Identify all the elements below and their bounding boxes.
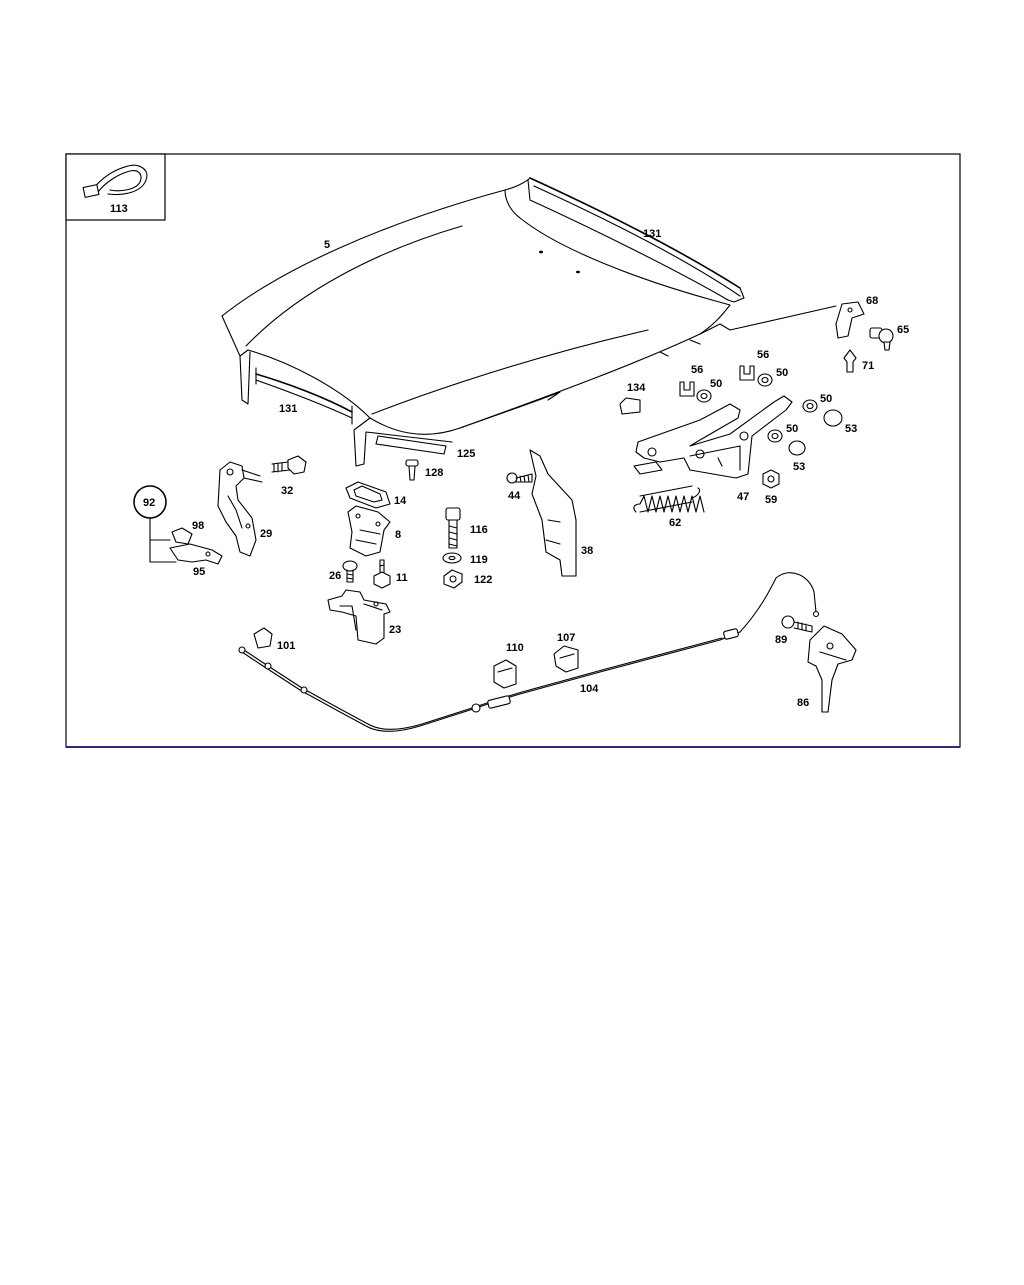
cap-53-lower xyxy=(788,440,806,456)
callout-107: 107 xyxy=(557,632,575,644)
clip-107 xyxy=(553,645,579,673)
fastener-65 xyxy=(869,327,894,351)
callout-104: 104 xyxy=(580,683,599,695)
callout-56-left: 56 xyxy=(691,364,703,376)
callout-50-a: 50 xyxy=(710,378,722,390)
group-92-marker xyxy=(133,485,177,563)
callout-65: 65 xyxy=(897,324,909,336)
callout-47: 47 xyxy=(737,491,749,503)
callout-110: 110 xyxy=(506,642,524,654)
clip-101 xyxy=(253,627,273,649)
callout-116: 116 xyxy=(470,524,488,536)
hinge-47 xyxy=(633,395,793,479)
callout-59: 59 xyxy=(765,494,777,506)
screw-89 xyxy=(781,615,813,633)
callout-38: 38 xyxy=(581,545,593,557)
callout-86: 86 xyxy=(797,697,809,709)
callout-128: 128 xyxy=(425,467,443,479)
lock-8 xyxy=(347,505,391,557)
callout-53-lower: 53 xyxy=(793,461,805,473)
cap-53-upper xyxy=(823,409,843,427)
callout-5: 5 xyxy=(324,239,330,251)
bushing-50-b xyxy=(757,373,773,387)
washer-119 xyxy=(442,552,462,564)
bushing-50-a xyxy=(696,389,712,403)
callout-68: 68 xyxy=(866,295,878,307)
hood-panel xyxy=(221,177,837,467)
callout-113: 113 xyxy=(110,203,128,215)
nut-59 xyxy=(762,469,780,489)
callout-131-rear: 131 xyxy=(643,228,661,240)
clip-71 xyxy=(843,349,857,373)
strip-125 xyxy=(375,435,447,455)
screw-26 xyxy=(342,560,358,583)
callout-62: 62 xyxy=(669,517,681,529)
clip-134 xyxy=(619,397,641,415)
release-lever-29 xyxy=(217,461,263,557)
bolt-32 xyxy=(271,455,307,475)
clip-110 xyxy=(493,659,517,689)
callout-92: 92 xyxy=(143,497,155,509)
callout-101: 101 xyxy=(277,640,295,652)
cable-tie-part xyxy=(82,164,148,198)
bracket-68 xyxy=(835,301,865,339)
gasket-14 xyxy=(345,481,391,509)
callout-125: 125 xyxy=(457,448,475,460)
callout-26: 26 xyxy=(329,570,341,582)
clip-98 xyxy=(171,527,193,545)
latch-23 xyxy=(327,589,391,645)
callout-44: 44 xyxy=(508,490,521,502)
seal-strip-rear xyxy=(527,177,745,303)
spring-62 xyxy=(633,485,705,513)
nut-122 xyxy=(443,569,463,589)
callout-50-d: 50 xyxy=(786,423,798,435)
callout-71: 71 xyxy=(862,360,874,372)
seal-strip-front xyxy=(255,367,353,425)
screw-44 xyxy=(506,472,533,484)
callout-50-c: 50 xyxy=(820,393,832,405)
callout-50-b: 50 xyxy=(776,367,788,379)
bolt-116 xyxy=(445,507,461,549)
diagram-border xyxy=(65,153,961,748)
callout-53-upper: 53 xyxy=(845,423,857,435)
callout-14: 14 xyxy=(394,495,407,507)
callout-29: 29 xyxy=(260,528,272,540)
push-clip-128 xyxy=(405,459,419,481)
screw-11 xyxy=(373,559,391,589)
callout-56-right: 56 xyxy=(757,349,769,361)
callout-134: 134 xyxy=(627,382,646,394)
callout-89: 89 xyxy=(775,634,787,646)
bushing-50-c xyxy=(802,399,818,413)
callout-119: 119 xyxy=(470,554,488,566)
callout-11: 11 xyxy=(396,572,408,584)
cable-104 xyxy=(238,572,820,732)
bushing-50-d xyxy=(767,429,783,443)
callout-122: 122 xyxy=(474,574,492,586)
inset-box: 113 xyxy=(65,153,166,221)
callout-98: 98 xyxy=(192,520,204,532)
callout-8: 8 xyxy=(395,529,401,541)
handle-86 xyxy=(807,625,857,713)
callout-131-front: 131 xyxy=(279,403,297,415)
callout-32: 32 xyxy=(281,485,293,497)
bracket-95 xyxy=(169,543,223,565)
callout-95: 95 xyxy=(193,566,205,578)
panel-38 xyxy=(529,449,577,577)
clip-56-left xyxy=(679,381,695,397)
clip-56-right xyxy=(739,365,755,381)
callout-23: 23 xyxy=(389,624,401,636)
